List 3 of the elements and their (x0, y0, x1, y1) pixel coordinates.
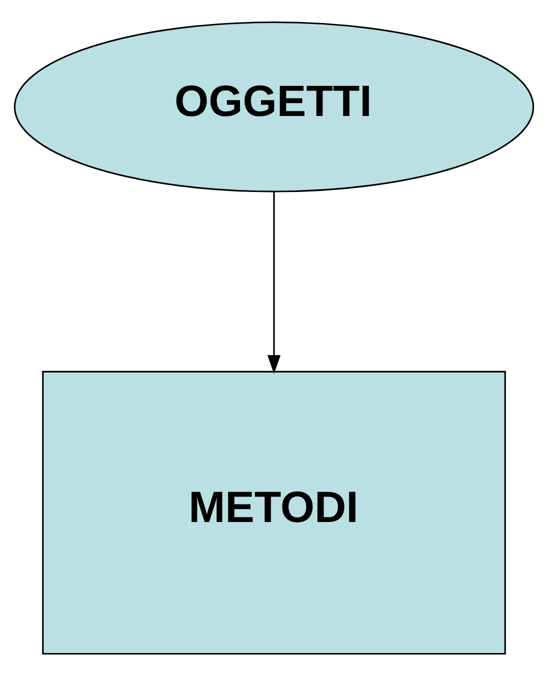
arrow (267, 191, 281, 374)
node-box: METODI (42, 370, 506, 654)
node-ellipse: OGGETTI (14, 20, 534, 192)
